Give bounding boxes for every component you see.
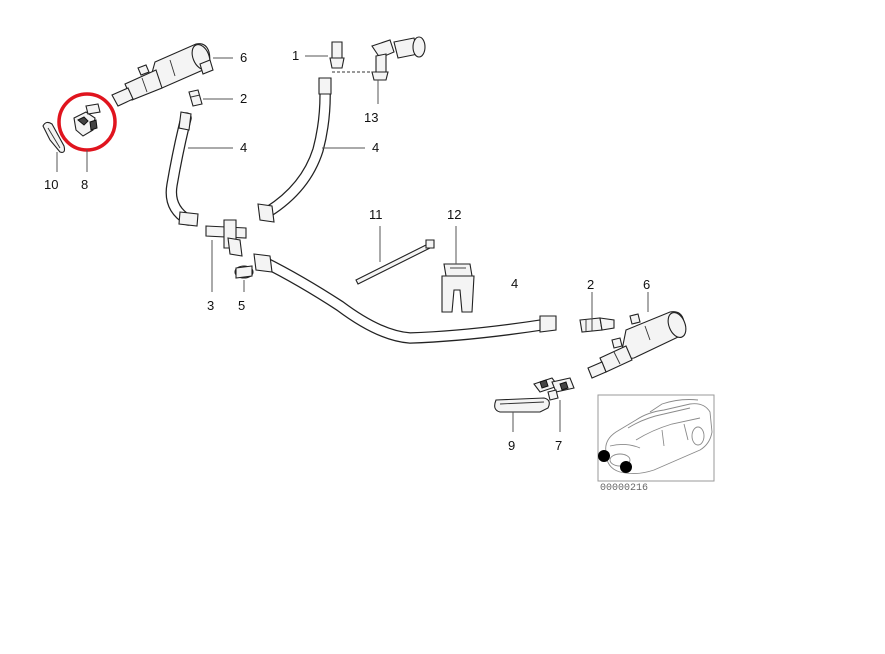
cover-part-9 [494,397,550,413]
part-number-6b: 6 [643,277,650,292]
part-number-5: 5 [238,298,245,313]
connector-part-1 [329,41,345,69]
part-number-2a: 2 [240,91,247,106]
inset-ref-code: 00000216 [600,483,648,494]
part-number-10: 10 [44,177,58,192]
part-number-9: 9 [508,438,515,453]
hose-long-horizontal [253,253,557,344]
washer-pump-left [111,43,214,107]
elbow-connector [371,36,426,81]
part-number-1: 1 [292,48,299,63]
inset-border [597,394,715,482]
part-number-7: 7 [555,438,562,453]
check-valve-upper [188,89,203,107]
t-piece-part-3 [205,219,247,257]
washer-pump-right [587,311,687,379]
rod-part-11 [355,239,435,285]
cover-part-10 [42,121,66,153]
part-number-4b: 4 [372,140,379,155]
part-number-2b: 2 [587,277,594,292]
clip-part-7 [533,377,575,401]
part-number-13: 13 [364,110,378,125]
part-number-4a: 4 [240,140,247,155]
part-number-12: 12 [447,207,461,222]
part-number-6a: 6 [240,50,247,65]
part-number-4c: 4 [511,276,518,291]
headlamp-marker-left [598,450,610,462]
part-number-8: 8 [81,177,88,192]
car-outline [605,399,713,475]
hose-center-vertical [257,77,332,223]
hose-left-vertical [165,111,199,227]
hose-clamp-part-5 [234,265,254,279]
headlamp-marker-right [620,461,632,473]
clip-part-8 [73,103,101,137]
bracket-part-12 [441,263,475,313]
check-valve-right [579,317,615,333]
part-number-3: 3 [207,298,214,313]
part-number-11: 11 [369,207,383,222]
car-location-inset: 00000216 [597,394,715,494]
